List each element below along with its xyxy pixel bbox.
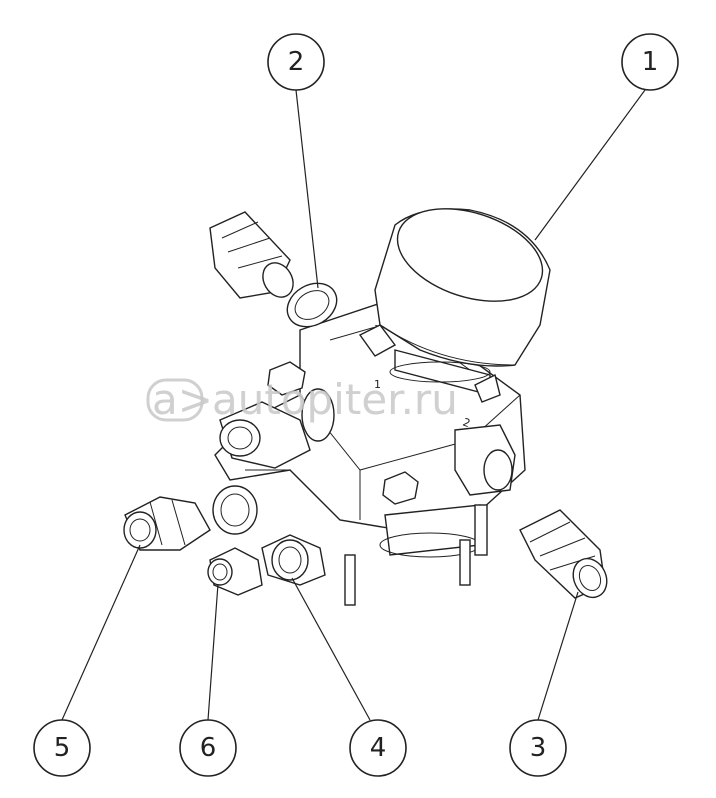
part-3-fitting — [519, 509, 608, 599]
callout-4-label: 4 — [370, 733, 387, 763]
watermark-logo-icon — [146, 378, 204, 422]
leader-4 — [291, 577, 371, 721]
callout-5: 5 — [33, 719, 91, 777]
part-2-seal-ring — [286, 282, 338, 328]
fitting-left-body — [219, 388, 335, 469]
bolt-top — [267, 361, 306, 396]
part-6-fitting — [207, 547, 263, 596]
callout-5-label: 5 — [54, 733, 71, 763]
callout-3-label: 3 — [530, 733, 547, 763]
port-marking-1: 1 — [374, 378, 381, 391]
part-4-fitting — [261, 534, 326, 586]
callout-1: 1 — [621, 33, 679, 91]
callout-2: 2 — [267, 33, 325, 91]
part-1-cap — [358, 208, 551, 403]
fitting-upper-left — [209, 211, 294, 299]
part-5-fitting — [123, 485, 258, 551]
callout-1-label: 1 — [642, 47, 659, 77]
callout-3: 3 — [509, 719, 567, 777]
leader-3 — [537, 591, 579, 721]
leader-6 — [207, 583, 219, 721]
callout-6-label: 6 — [200, 733, 217, 763]
callout-2-label: 2 — [288, 47, 305, 77]
callout-6: 6 — [179, 719, 237, 777]
leader-5 — [61, 544, 141, 721]
watermark-logo-glyph: a> — [152, 375, 213, 424]
watermark: a> autopiter.ru — [146, 375, 458, 424]
leader-2 — [295, 89, 319, 289]
leader-1 — [534, 89, 646, 241]
watermark-text: autopiter.ru — [212, 375, 458, 424]
port-marking-2b: 2 — [461, 416, 472, 431]
bolt-bottom — [382, 471, 419, 505]
callout-4: 4 — [349, 719, 407, 777]
